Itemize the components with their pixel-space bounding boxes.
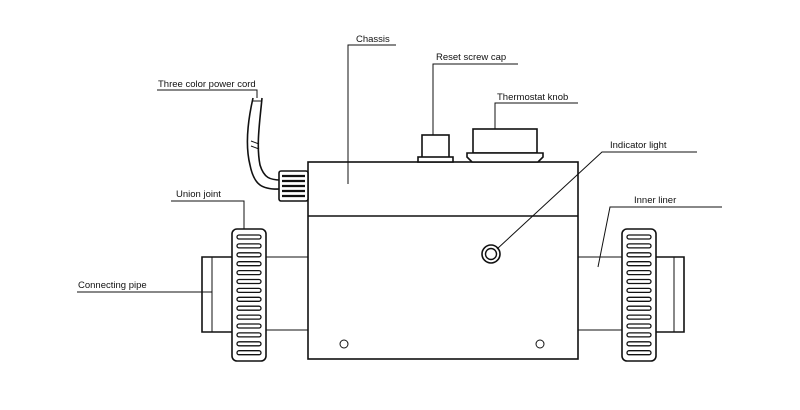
right-union-joint: [621, 228, 657, 362]
union-rib: [626, 305, 652, 311]
union-rib: [626, 243, 652, 249]
union-rib: [236, 296, 262, 302]
power-cord: [246, 97, 282, 190]
union-rib: [626, 287, 652, 294]
union-rib: [236, 252, 262, 258]
union-rib: [236, 278, 262, 285]
union-rib: [626, 252, 652, 258]
reset-screw-cap: [417, 134, 454, 163]
labels: Chassis Reset screw cap Three color powe…: [78, 34, 676, 291]
union-rib: [626, 234, 652, 240]
indicator-light: [481, 244, 501, 264]
label-indicator-light: Indicator light: [610, 140, 667, 151]
union-rib: [626, 261, 652, 267]
union-rib: [626, 323, 652, 329]
union-rib: [236, 323, 262, 329]
thermostat-knob: [466, 128, 544, 163]
heater-body: [307, 161, 579, 360]
union-rib: [626, 314, 652, 320]
union-rib: [236, 314, 262, 320]
union-rib: [236, 305, 262, 311]
union-rib: [626, 278, 652, 285]
union-rib: [626, 269, 652, 276]
union-rib: [236, 261, 262, 267]
left-connecting-pipe: [201, 256, 308, 333]
union-rib: [236, 234, 262, 240]
label-chassis: Chassis: [356, 34, 390, 45]
cable-gland: [278, 170, 309, 202]
label-thermostat-knob: Thermostat knob: [497, 92, 568, 103]
union-rib: [236, 287, 262, 294]
union-rib: [626, 332, 652, 338]
left-union-joint: [231, 228, 267, 362]
leader-lines: [77, 44, 722, 293]
union-rib: [236, 341, 262, 347]
label-inner-liner: Inner liner: [634, 195, 676, 206]
label-reset-screw-cap: Reset screw cap: [436, 52, 506, 63]
union-rib: [236, 243, 262, 249]
label-union-joint: Union joint: [176, 189, 221, 200]
union-rib: [236, 350, 262, 356]
label-three-color-power-cord: Three color power cord: [158, 79, 256, 90]
union-rib: [626, 350, 652, 356]
union-rib: [626, 296, 652, 302]
union-rib: [236, 332, 262, 338]
label-connecting-pipe: Connecting pipe: [78, 280, 147, 291]
union-rib: [626, 341, 652, 347]
union-rib: [236, 269, 262, 276]
